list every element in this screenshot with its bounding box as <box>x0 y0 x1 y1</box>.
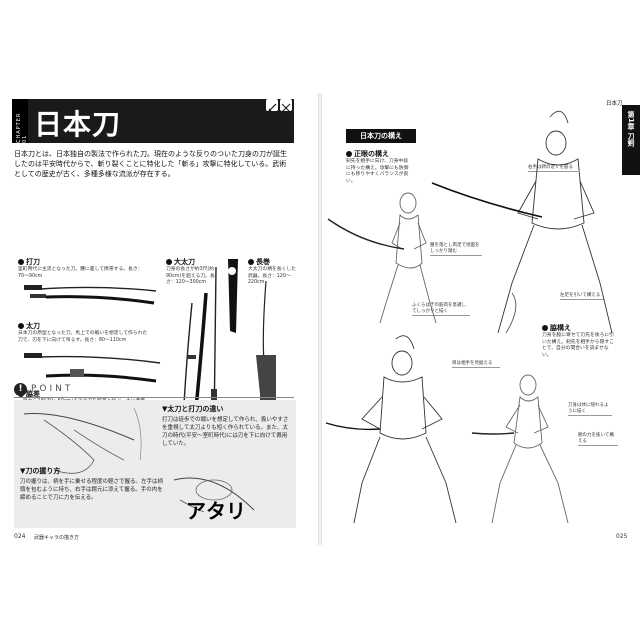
bullet-icon <box>346 151 352 157</box>
stance-waki-desc: 刀身を脇に寄せて刃先を後ろに引いた構え。剣先を相手から隠すことで、自分の間合いを… <box>542 333 614 358</box>
running-head: 日本刀 <box>606 101 623 107</box>
sword-icon <box>266 99 278 113</box>
bullet-icon <box>18 259 24 265</box>
point-text-1: 打刀は徒歩での戦いを想定して作られ、扱いやすさを重視して太刀よりも短く作られてい… <box>162 417 289 447</box>
bullet-icon <box>248 259 254 265</box>
annotation-note: 刀身は体に隠れるように描く <box>568 403 612 416</box>
samurai-seigan <box>431 110 613 334</box>
crossed-swords-icon <box>280 99 292 113</box>
page-number-left: 024 <box>14 533 26 540</box>
section-nagamaki-desc: 大太刀の柄を長くした武器。長さ：120～220cm <box>248 267 296 285</box>
bullet-icon <box>542 325 548 331</box>
point-sub-grip: ▼刀の握り方 <box>20 467 61 475</box>
left-page: CHAPTER 01 日本刀 日本刀とは、日本独自の製法で作られた刀。現在のよう… <box>0 93 318 545</box>
tachi-illustration <box>24 353 161 383</box>
uchigatana-illustration <box>24 285 157 305</box>
chapter-tab: CHAPTER 01 <box>12 99 28 143</box>
atari-label: アタリ <box>186 499 246 523</box>
annotation-note: 目は相手を見据える <box>452 361 500 368</box>
point-label: POINT <box>31 384 74 394</box>
stance-seigan-desc: 剣先を相手に向け、刀身中段に持った構え。攻撃にも防御にも移りやすくバランスが良い… <box>346 159 409 184</box>
mannequin-waki <box>471 374 569 524</box>
annotation-note: 左足を引いて構える <box>560 293 604 300</box>
point-illustrations <box>23 407 255 513</box>
exclamation-icon: ! <box>14 383 27 396</box>
section-odachi-desc: 刀身の長さが約3尺(約90cm)を超える刀。長さ：120～300cm <box>166 267 215 285</box>
point-header: ! POINT <box>14 383 294 398</box>
bullet-icon <box>166 259 172 265</box>
stance-illustrations <box>325 110 613 524</box>
section-odachi: 大太刀 <box>166 257 195 267</box>
point-panel: ▼太刀と打刀の違い 打刀は徒歩での戦いを想定して作られ、扱いやすさを重視して太刀… <box>14 400 296 528</box>
section-uchigatana-desc: 室町時代に主流となった刀。腰に差して携帯する。長さ：70～90cm <box>18 267 143 279</box>
book-spread: CHAPTER 01 日本刀 日本刀とは、日本独自の製法で作られた刀。現在のよう… <box>0 93 640 545</box>
mannequin-seigan <box>327 192 437 324</box>
section-title: 日本刀の構え <box>346 129 416 143</box>
right-page: 日本刀 第1章 刀剣 日本刀の構え 正眼の構え 剣先を相手に向け、刀身中段に持っ… <box>322 93 640 545</box>
chapter-tab-right: 第1章 刀剣 <box>622 105 640 175</box>
annotation-note: 腰を落とし両足で地面をしっかり踏む <box>430 243 482 256</box>
title-banner <box>12 99 294 143</box>
intro-text: 日本刀とは、日本独自の製法で作られた刀。現在のような反りのついた刀身の刀が誕生し… <box>14 150 287 178</box>
gutter <box>318 93 322 545</box>
section-tachi-desc: 日本刀の原型となった刀。馬上での戦いを想定して作られた刀で、刃を下に向けて吊るす… <box>18 331 148 343</box>
section-tachi: 太刀 <box>18 321 40 331</box>
annotation-note: 右手は鍔の近くを握る <box>528 165 578 172</box>
stance-waki: 脇構え <box>542 323 571 333</box>
annotation-note: ふくらはぎの筋肉を意識してしっかりと描く <box>412 303 470 316</box>
page-title: 日本刀 <box>34 108 122 141</box>
stance-seigan: 正眼の構え <box>346 149 389 159</box>
samurai-waki <box>325 335 457 524</box>
bullet-icon <box>18 323 24 329</box>
running-footer: 武器キャラの描き方 <box>34 535 80 541</box>
section-nagamaki: 長巻 <box>248 257 270 267</box>
page-number-right: 025 <box>616 533 628 540</box>
section-uchigatana: 打刀 <box>18 257 40 267</box>
point-text-2: 刀の握りは、柄を手に乗せる程度の軽さで握る。左手は柄頭を包むように持ち、右手は鍔… <box>20 479 164 501</box>
annotation-note: 腕の力を抜いて構える <box>578 433 618 446</box>
point-sub-tachi-vs-uchigatana: ▼太刀と打刀の違い <box>162 405 224 413</box>
